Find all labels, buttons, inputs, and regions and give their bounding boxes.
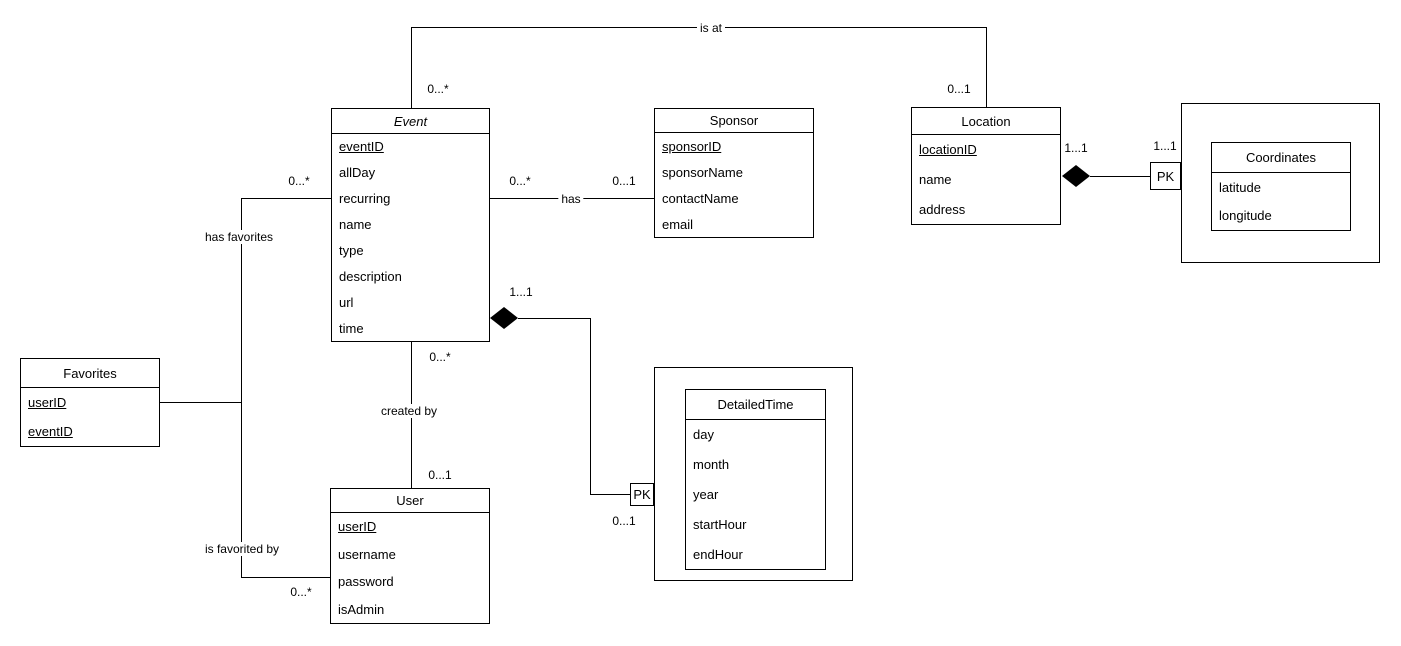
- entity-location-title: Location: [912, 108, 1060, 135]
- composition-diamond-event-detailedtime: [490, 307, 518, 329]
- mult-is-favorited-by-user: 0...*: [288, 585, 314, 599]
- attr-detailedtime-starthour: startHour: [693, 516, 747, 532]
- line-location-coordinates: [1090, 176, 1150, 177]
- attr-user-isadmin: isAdmin: [338, 601, 385, 617]
- label-created-by: created by: [377, 404, 441, 418]
- entity-user: User userID username password isAdmin: [330, 488, 490, 624]
- label-is-favorited-by: is favorited by: [201, 542, 283, 556]
- mult-created-by-user: 0...1: [426, 468, 454, 482]
- pk-box-coordinates: PK: [1150, 162, 1181, 190]
- entity-favorites-attributes: userID eventID: [21, 388, 159, 446]
- entity-event-title: Event: [332, 109, 489, 134]
- composition-diamond-location-coordinates: [1062, 165, 1090, 187]
- attr-detailedtime-day: day: [693, 427, 714, 443]
- attr-user-password: password: [338, 574, 394, 590]
- line-event-detailedtime-vertical: [590, 318, 591, 495]
- attr-event-allday: allDay: [339, 165, 376, 181]
- entity-coordinates-attributes: latitude longitude: [1212, 173, 1350, 230]
- line-favorites-stub: [160, 402, 241, 403]
- line-is-favorited-by-to-user: [241, 577, 330, 578]
- attr-event-description: description: [339, 268, 402, 284]
- entity-favorites: Favorites userID eventID: [20, 358, 160, 447]
- mult-has-event: 0...*: [507, 174, 533, 188]
- attr-coordinates-longitude: longitude: [1219, 208, 1272, 224]
- mult-location-coordinates-coordinates: 1...1: [1151, 139, 1179, 153]
- line-is-at-event-vertical: [411, 27, 412, 108]
- entity-event-attributes: eventID allDay recurring name type descr…: [332, 134, 489, 341]
- mult-has-favorites-event: 0...*: [286, 174, 312, 188]
- entity-favorites-title: Favorites: [21, 359, 159, 388]
- attr-favorites-eventid: eventID: [28, 424, 73, 439]
- entity-user-title: User: [331, 489, 489, 513]
- line-favorites-trunk-vertical: [241, 198, 242, 577]
- line-has-favorites-to-event: [241, 198, 331, 199]
- attr-event-type: type: [339, 242, 364, 258]
- mult-created-by-event: 0...*: [427, 350, 453, 364]
- pk-box-detailedtime: PK: [630, 483, 654, 506]
- entity-coordinates: Coordinates latitude longitude: [1211, 142, 1351, 231]
- line-event-detailedtime-h1: [518, 318, 590, 319]
- entity-detailedtime-attributes: day month year startHour endHour: [686, 420, 825, 569]
- attr-sponsor-sponsorid: sponsorID: [662, 138, 722, 154]
- entity-detailedtime-title: DetailedTime: [686, 390, 825, 420]
- line-event-detailedtime-h2: [590, 494, 630, 495]
- entity-sponsor: Sponsor sponsorID sponsorName contactNam…: [654, 108, 814, 238]
- label-has-favorites: has favorites: [201, 230, 277, 244]
- entity-event: Event eventID allDay recurring name type…: [331, 108, 490, 342]
- attr-user-userid: userID: [338, 519, 377, 535]
- mult-event-detailedtime-event: 1...1: [507, 285, 535, 299]
- attr-event-time: time: [339, 320, 364, 336]
- mult-is-at-event: 0...*: [425, 82, 451, 96]
- attr-favorites-userid: userID: [28, 395, 67, 410]
- mult-is-at-location: 0...1: [945, 82, 973, 96]
- entity-location: Location locationID name address: [911, 107, 1061, 225]
- attr-sponsor-email: email: [662, 216, 694, 232]
- attr-location-address: address: [919, 201, 966, 217]
- mult-event-detailedtime-time: 0...1: [610, 514, 638, 528]
- label-is-at: is at: [696, 21, 726, 35]
- entity-sponsor-title: Sponsor: [655, 109, 813, 133]
- label-has: has: [558, 192, 584, 206]
- attr-location-name: name: [919, 172, 952, 187]
- attr-sponsor-contactname: contactName: [662, 190, 739, 206]
- attr-event-eventid: eventID: [339, 139, 384, 155]
- attr-detailedtime-endhour: endHour: [693, 546, 743, 562]
- attr-event-url: url: [339, 294, 354, 310]
- attr-sponsor-sponsorname: sponsorName: [662, 164, 743, 180]
- entity-user-attributes: userID username password isAdmin: [331, 513, 489, 623]
- attr-user-username: username: [338, 546, 396, 562]
- entity-detailedtime: DetailedTime day month year startHour en…: [685, 389, 826, 570]
- attr-location-locationid: locationID: [919, 142, 977, 158]
- mult-has-sponsor: 0...1: [610, 174, 638, 188]
- attr-event-recurring: recurring: [339, 191, 391, 207]
- entity-location-attributes: locationID name address: [912, 135, 1060, 224]
- attr-detailedtime-year: year: [693, 486, 719, 502]
- line-is-at-location-vertical: [986, 27, 987, 107]
- entity-sponsor-attributes: sponsorID sponsorName contactName email: [655, 133, 813, 237]
- attr-coordinates-latitude: latitude: [1219, 179, 1261, 195]
- mult-location-coordinates-location: 1...1: [1062, 141, 1090, 155]
- attr-event-name: name: [339, 217, 372, 233]
- entity-coordinates-title: Coordinates: [1212, 143, 1350, 173]
- attr-detailedtime-month: month: [693, 457, 730, 473]
